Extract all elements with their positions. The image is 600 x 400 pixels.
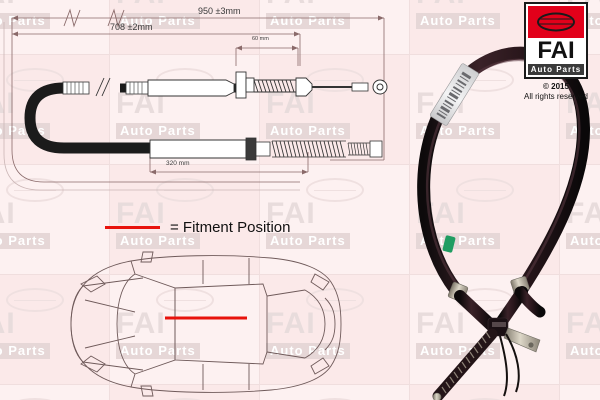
watermark-tile: FAI Auto Parts bbox=[560, 275, 600, 385]
watermark-tagline-text: Auto Parts bbox=[266, 13, 350, 30]
cable-break-marks bbox=[95, 77, 111, 97]
watermark-tile: FAI Auto Parts bbox=[110, 0, 260, 55]
watermark-brand-text: FAI bbox=[116, 197, 166, 230]
watermark-tile: FAI Auto Parts bbox=[260, 165, 410, 275]
watermark-tagline-text: Auto Parts bbox=[116, 343, 200, 360]
watermark-tile: FAI Auto Parts bbox=[110, 165, 260, 275]
watermark-tagline-text: Auto Parts bbox=[116, 123, 200, 140]
dimension-label-branch: 320 mm bbox=[166, 160, 190, 167]
copyright-rights: All rights reserved bbox=[523, 92, 589, 101]
watermark-brand-text: FAI bbox=[416, 0, 466, 9]
cable-tail bbox=[514, 286, 546, 318]
dimension-lines bbox=[3, 8, 385, 191]
watermark-oval-icon bbox=[155, 288, 214, 312]
watermark-oval-icon bbox=[5, 288, 64, 312]
watermark-tagline-text: Auto Parts bbox=[266, 123, 350, 140]
watermark-tagline-text: Auto Parts bbox=[566, 233, 600, 250]
cable-sheath-upper bbox=[24, 82, 242, 154]
watermark-tile: FAI Auto Parts bbox=[0, 0, 110, 55]
copyright-notice: © 2015 All rights reserved bbox=[516, 82, 596, 102]
car-top-view-diagram bbox=[70, 251, 342, 397]
cable-ferrule-left bbox=[62, 81, 90, 95]
cable-technical-illustration bbox=[3, 8, 388, 191]
watermark-tile: FAI Auto Parts bbox=[0, 275, 110, 385]
fai-logo: FAI Auto Parts bbox=[524, 2, 588, 79]
watermark-brand-text: FAI bbox=[0, 197, 16, 230]
watermark-tile: FAI Auto Parts bbox=[260, 0, 410, 55]
watermark-tagline-text: Auto Parts bbox=[566, 343, 600, 360]
watermark-tagline-text: Auto Parts bbox=[416, 13, 500, 30]
logo-oval-emblem bbox=[537, 12, 575, 32]
watermark-brand-text: FAI bbox=[0, 307, 16, 340]
fitment-marker-swatch bbox=[105, 226, 160, 229]
watermark-tagline-text: Auto Parts bbox=[0, 233, 50, 250]
technical-drawing: 950 ±3mm 708 ±2mm 60 mm 320 mm bbox=[3, 6, 388, 191]
fitment-legend-label: = Fitment Position bbox=[170, 219, 291, 236]
watermark-brand-text: FAI bbox=[416, 307, 466, 340]
logo-brand-text: FAI bbox=[537, 37, 575, 64]
logo-red-panel bbox=[528, 6, 584, 38]
cable-stub-left bbox=[454, 290, 498, 332]
cable-highlight bbox=[426, 58, 581, 290]
brand-logo-block: FAI Auto Parts © 2015 All rights reserve… bbox=[516, 2, 596, 102]
watermark-tile: FAI Auto Parts bbox=[110, 275, 260, 385]
fitment-position-legend: = Fitment Position bbox=[105, 219, 290, 236]
watermark-brand-text: FAI bbox=[0, 0, 16, 9]
watermark-brand-text: FAI bbox=[116, 307, 166, 340]
cable-ferrule-mid bbox=[125, 81, 149, 95]
watermark-tile: FAI Auto Parts bbox=[0, 165, 110, 275]
inner-wire-b bbox=[505, 333, 520, 393]
watermark-brand-text: FAI bbox=[566, 307, 600, 340]
watermark-brand-text: FAI bbox=[116, 0, 166, 9]
green-band bbox=[442, 235, 456, 253]
cable-adjuster-assembly bbox=[235, 71, 388, 99]
watermark-brand-text: FAI bbox=[266, 0, 316, 9]
watermark-brand-text: FAI bbox=[266, 197, 316, 230]
product-label bbox=[429, 63, 479, 126]
watermark-brand-text: FAI bbox=[266, 307, 316, 340]
inner-wire-a bbox=[499, 335, 508, 397]
watermark-oval-icon bbox=[5, 68, 64, 92]
watermark-tagline-text: Auto Parts bbox=[0, 343, 50, 360]
dimension-label-overall: 950 ±3mm bbox=[198, 6, 241, 16]
cable-white-sleeve bbox=[147, 79, 235, 97]
logo-tagline-text: Auto Parts bbox=[528, 64, 584, 75]
spring-protector bbox=[432, 328, 498, 400]
copyright-year: © 2015 bbox=[543, 82, 569, 91]
watermark-tagline-text: Auto Parts bbox=[116, 13, 200, 30]
watermark-oval-icon bbox=[455, 178, 514, 202]
dimension-label-sheath: 708 ±2mm bbox=[110, 22, 153, 32]
watermark-oval-icon bbox=[305, 178, 364, 202]
watermark-tagline-text: Auto Parts bbox=[116, 233, 200, 250]
dimension-label-adjuster: 60 mm bbox=[252, 36, 269, 42]
spring-end-cap bbox=[432, 392, 442, 400]
cable-lower-branch bbox=[149, 137, 383, 161]
watermark-tagline-text: Auto Parts bbox=[0, 13, 50, 30]
watermark-tagline-text: Auto Parts bbox=[266, 233, 350, 250]
